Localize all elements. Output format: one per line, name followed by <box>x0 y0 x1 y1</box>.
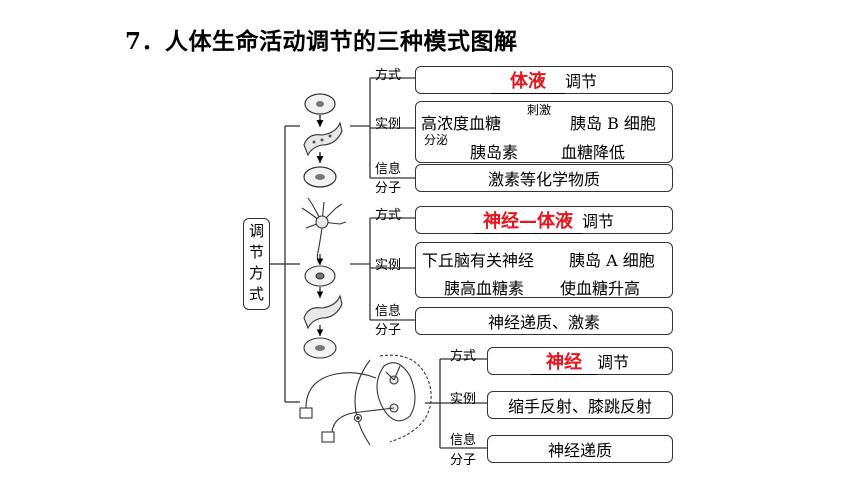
neural-method-box: 神经 调节 <box>487 347 673 375</box>
neural-answer: 神经 <box>545 351 582 373</box>
nh-method-box: 神经—体液 调节 <box>415 206 673 234</box>
humoral-method-box: 体液 调节 <box>415 66 673 94</box>
side-char-1: 调 <box>248 222 264 240</box>
nh-example-2a: 胰高血糖素 <box>444 279 525 298</box>
side-char-2: 节 <box>248 243 264 261</box>
humoral-suffix: 调节 <box>564 72 597 91</box>
humoral-arrow-label-1: 刺激 <box>527 103 552 117</box>
neural-suffix: 调节 <box>596 353 629 372</box>
nh-example-box <box>415 242 673 298</box>
side-char-4: 式 <box>248 285 264 303</box>
nh-example-1b: 胰岛 A 细胞 <box>569 251 655 270</box>
nh-suffix: 调节 <box>581 212 614 231</box>
secreting-cell-illustration <box>303 93 343 188</box>
neural-example-box: 缩手反射、膝跳反射 <box>487 391 673 419</box>
nh-signal-label-1: 信息 <box>375 304 402 319</box>
neural-signal-label-2: 分子 <box>450 453 477 468</box>
nh-method-label: 方式 <box>375 208 402 223</box>
side-char-3: 方 <box>248 264 264 282</box>
humoral-arrow-label-2: 分泌 <box>424 133 449 147</box>
humoral-example-1a: 高浓度血糖 <box>421 114 502 133</box>
humoral-example-2c: 血糖降低 <box>561 143 626 162</box>
neuron-illustration <box>301 197 347 359</box>
nh-example-2b: 使血糖升高 <box>560 279 641 298</box>
main-bracket <box>270 125 300 403</box>
nh-example-label: 实例 <box>375 258 402 273</box>
neural-signal-label-1: 信息 <box>450 433 477 448</box>
humoral-answer: 体液 <box>509 70 546 92</box>
nh-signal-box: 神经递质、激素 <box>415 307 673 335</box>
humoral-signal-label-2: 分子 <box>375 181 402 196</box>
regulation-method-label: 调 节 方 式 <box>243 218 270 310</box>
page-title: 7．人体生命活动调节的三种模式图解 <box>125 28 518 55</box>
neural-signal-box: 神经递质 <box>487 435 673 463</box>
nh-example-1: 下丘脑有关神经 <box>422 251 535 270</box>
reflex-arc-illustration <box>299 354 432 446</box>
neural-method-label: 方式 <box>450 349 477 364</box>
humoral-example-box <box>415 101 673 163</box>
neuro-humoral-bracket <box>350 217 415 321</box>
humoral-example-2b: 胰岛素 <box>470 143 519 162</box>
humoral-example-label: 实例 <box>375 117 402 132</box>
nh-answer: 神经—体液 <box>482 210 573 232</box>
humoral-signal-label-1: 信息 <box>375 162 402 177</box>
humoral-method-label: 方式 <box>375 68 402 83</box>
humoral-example-1b: 胰岛 B 细胞 <box>570 114 656 133</box>
nh-signal-label-2: 分子 <box>375 323 402 338</box>
neural-bracket <box>425 358 487 449</box>
neural-example-label: 实例 <box>450 392 477 407</box>
humoral-bracket <box>350 77 415 179</box>
humoral-signal-box: 激素等化学物质 <box>415 164 673 192</box>
